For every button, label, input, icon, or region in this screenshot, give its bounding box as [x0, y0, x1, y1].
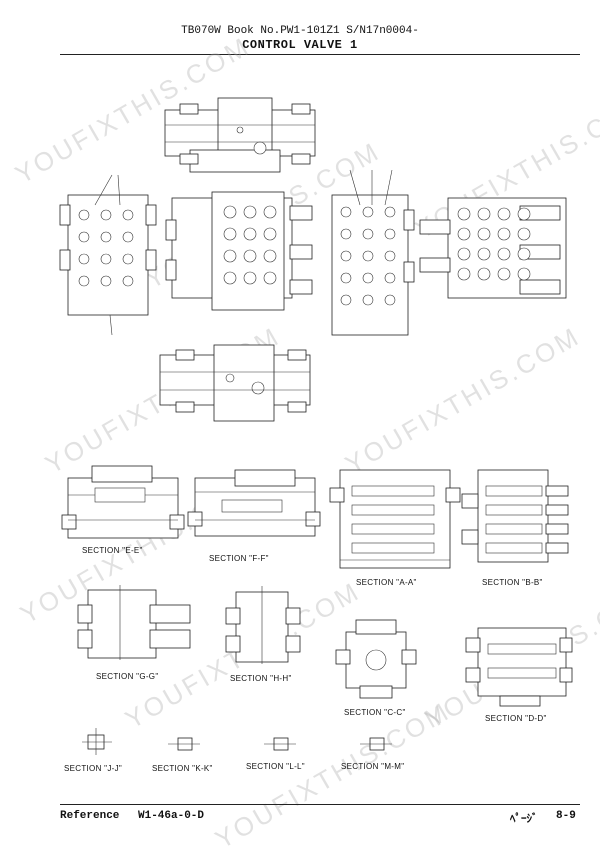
- section-caption-a-a: SECTION "A-A": [356, 578, 417, 587]
- port-hole: [497, 267, 511, 281]
- section-caption-l-l: SECTION "L-L": [246, 762, 305, 771]
- port-hole: [340, 272, 352, 284]
- port-hole: [243, 249, 257, 263]
- port-hole: [497, 207, 511, 221]
- port-hole: [263, 271, 277, 285]
- section-f-f-drawing: [187, 469, 321, 537]
- port-hole: [263, 249, 277, 263]
- port-hole: [340, 206, 352, 218]
- port-hole: [122, 275, 134, 287]
- port-hole: [78, 253, 90, 265]
- section-caption-h-h: SECTION "H-H": [230, 674, 292, 683]
- section-k-k-drawing: [168, 737, 200, 751]
- section-d-d-drawing: [465, 627, 573, 707]
- port-hole: [362, 228, 374, 240]
- back-view: [419, 197, 567, 299]
- port-hole: [384, 250, 396, 262]
- port-hole: [100, 275, 112, 287]
- port-hole: [517, 247, 531, 261]
- section-b-b-drawing: [461, 469, 569, 563]
- page-header: TB070W Book No.PW1-101Z1 S/N17n0004- CON…: [0, 24, 600, 52]
- section-caption-j-j: SECTION "J-J": [64, 764, 123, 773]
- port-hole: [457, 247, 471, 261]
- port-hole: [78, 209, 90, 221]
- port-hole: [100, 231, 112, 243]
- port-hole: [78, 231, 90, 243]
- section-h-h-drawing: [225, 586, 301, 664]
- page-title: CONTROL VALVE 1: [242, 38, 358, 52]
- port-hole: [384, 272, 396, 284]
- page-label: ﾍﾟｰｼﾞ: [510, 814, 538, 826]
- port-hole: [477, 247, 491, 261]
- port-hole: [457, 227, 471, 241]
- left-side-view: [59, 174, 157, 336]
- port-hole: [362, 294, 374, 306]
- port-hole: [243, 271, 257, 285]
- reference-code: W1-46a-0-D: [138, 810, 205, 822]
- port-hole: [122, 253, 134, 265]
- header-rule: [60, 54, 580, 55]
- section-caption-b-b: SECTION "B-B": [482, 578, 543, 587]
- port-hole: [263, 227, 277, 241]
- port-hole: [497, 227, 511, 241]
- bottom-view: [159, 344, 311, 422]
- port-hole: [243, 227, 257, 241]
- section-caption-c-c: SECTION "C-C": [344, 708, 406, 717]
- section-g-g-drawing: [77, 585, 191, 660]
- front-view: [165, 191, 313, 311]
- port-hole: [362, 272, 374, 284]
- port-hole: [457, 267, 471, 281]
- port-hole: [223, 205, 237, 219]
- port-hole: [263, 205, 277, 219]
- port-hole: [362, 206, 374, 218]
- port-hole: [340, 228, 352, 240]
- section-c-c-drawing: [335, 619, 417, 699]
- section-caption-g-g: SECTION "G-G": [96, 672, 159, 681]
- footer-rule: [60, 804, 580, 805]
- port-hole: [223, 227, 237, 241]
- book-info: TB070W Book No.PW1-101Z1 S/N17n0004-: [181, 25, 419, 37]
- port-hole: [78, 275, 90, 287]
- port-hole: [362, 250, 374, 262]
- section-a-a-drawing: [329, 469, 461, 569]
- port-hole: [384, 206, 396, 218]
- right-side-view: [331, 169, 415, 336]
- port-hole: [340, 250, 352, 262]
- section-caption-d-d: SECTION "D-D": [485, 714, 547, 723]
- section-caption-m-m: SECTION "M-M": [341, 762, 405, 771]
- section-l-l-drawing: [264, 737, 296, 751]
- port-hole: [477, 207, 491, 221]
- port-hole: [384, 294, 396, 306]
- port-hole: [384, 228, 396, 240]
- port-hole: [100, 253, 112, 265]
- section-j-j-drawing: [82, 728, 112, 755]
- port-hole: [223, 271, 237, 285]
- section-caption-k-k: SECTION "K-K": [152, 764, 213, 773]
- port-hole: [497, 247, 511, 261]
- page-number: 8-9: [556, 810, 576, 822]
- section-caption-f-f: SECTION "F-F": [209, 554, 269, 563]
- port-hole: [517, 267, 531, 281]
- port-hole: [477, 267, 491, 281]
- port-hole: [122, 209, 134, 221]
- port-hole: [477, 227, 491, 241]
- port-hole: [243, 205, 257, 219]
- port-hole: [457, 207, 471, 221]
- section-caption-e-e: SECTION "E-E": [82, 546, 143, 555]
- port-hole: [122, 231, 134, 243]
- top-view: [164, 97, 316, 173]
- port-hole: [517, 227, 531, 241]
- port-hole: [340, 294, 352, 306]
- port-hole: [517, 207, 531, 221]
- port-hole: [100, 209, 112, 221]
- section-e-e-drawing: [61, 465, 185, 539]
- section-m-m-drawing: [360, 737, 392, 751]
- reference-label: Reference: [60, 810, 120, 822]
- port-hole: [223, 249, 237, 263]
